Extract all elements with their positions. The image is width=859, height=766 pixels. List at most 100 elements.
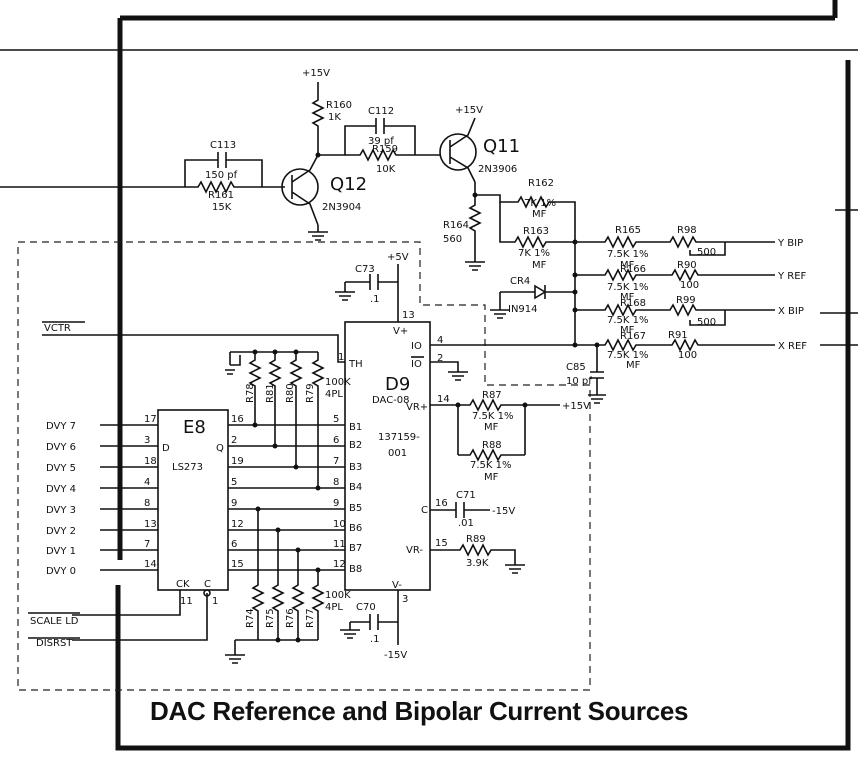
dvy-label-0: DVY 7 (46, 421, 76, 432)
e8-pin-out-5: 12 (231, 519, 244, 530)
dvy-label-3: DVY 4 (46, 484, 76, 495)
rpack-bot-count: 4PL (325, 602, 343, 613)
rpack-top-value: 100K (325, 377, 351, 388)
rpack-bot-value: 100K (325, 590, 351, 601)
dvy-label-2: DVY 5 (46, 463, 76, 474)
d9-pinnum-13: 13 (402, 310, 415, 321)
dvy-label-5: DVY 2 (46, 526, 76, 537)
rpack-bot-ref-0: R74 (245, 608, 256, 628)
c71-value: .01 (458, 518, 474, 529)
dvy-junction-1 (272, 443, 278, 449)
e8-pin-in-3: 4 (144, 477, 150, 488)
r163-ref: R163 (523, 226, 549, 237)
r168-ref: R168 (620, 298, 646, 309)
e8-pin-in-7: 14 (144, 559, 157, 570)
e8-pin-out-1: 2 (231, 435, 237, 446)
d9-pin-b8: B8 (349, 564, 362, 575)
dvy-label-7: DVY 0 (46, 566, 76, 577)
c71-ref: C71 (456, 490, 476, 501)
e8-pin-in-0: 17 (144, 414, 157, 425)
r99-ref: R99 (676, 295, 696, 306)
d9-pinnum-15: 15 (435, 538, 448, 549)
e8-pinnum-ck: 11 (180, 596, 193, 607)
e8-pin-q: Q (216, 443, 224, 454)
e8-pin-c: C (204, 579, 211, 590)
d9-pin-in-7: 12 (333, 559, 346, 570)
e8-pin-in-6: 7 (144, 539, 150, 550)
rpack-bot: R74 R75 R76 R77 100K 4PL (225, 510, 351, 664)
output-network: R165 7.5K 1% MF R98 500 Y BIP R166 7.5K … (430, 225, 858, 404)
r165-type: MF (620, 260, 635, 271)
r159-ref: R159 (372, 144, 398, 155)
r167-value: 7.5K 1% (607, 350, 649, 361)
q12-stage: C113 150 pf R161 15K Q12 2N3904 +15V R16… (0, 68, 440, 241)
e8-pin-in-4: 8 (144, 498, 150, 509)
r88-ref: R88 (482, 440, 502, 451)
rpack-top-ref-1: R81 (265, 383, 276, 403)
e8-pin-d: D (162, 443, 170, 454)
cr4-ref: CR4 (510, 276, 530, 287)
board-boundary (17, 241, 591, 691)
d9-pin-iobar: IO (411, 359, 422, 370)
e8-pin-out-7: 15 (231, 559, 244, 570)
q11-part: 2N3906 (478, 164, 517, 175)
d9-chip (344, 321, 431, 591)
rpack-top-ref-0: R78 (245, 383, 256, 403)
r165-ref: R165 (615, 225, 641, 236)
r89-value: 3.9K (466, 558, 489, 569)
d9-pinnum-1: 1 (338, 352, 344, 363)
dvy-junction-3 (315, 485, 321, 491)
r161-value: 15K (212, 202, 232, 213)
d9-pin-vrplus: VR+ (406, 402, 428, 413)
e8-part: LS273 (172, 462, 203, 473)
e8-pin-out-3: 5 (231, 477, 237, 488)
r98-value: 500 (697, 247, 716, 258)
d9-pin-in-3: 8 (333, 477, 339, 488)
output-ybip: Y BIP (777, 238, 803, 249)
d9-pinnum-2: 2 (437, 353, 443, 364)
r164-ref: R164 (443, 220, 469, 231)
r167-ref: R167 (620, 331, 646, 342)
d9-pin-in-6: 11 (333, 539, 346, 550)
output-yref: Y REF (777, 271, 807, 282)
d9-pinnum-4: 4 (437, 335, 443, 346)
d9-pin-in-2: 7 (333, 456, 339, 467)
rpack-bot-ref-2: R76 (285, 608, 296, 628)
supply-neg15-c71: -15V (492, 506, 515, 517)
r87-value: 7.5K 1% (472, 411, 514, 422)
d9-ref: D9 (385, 374, 410, 395)
r99-value: 500 (697, 317, 716, 328)
dvy-junction-6 (295, 547, 301, 553)
r164-value: 560 (443, 234, 462, 245)
e8-pin-in-2: 18 (144, 456, 157, 467)
r91-value: 100 (678, 350, 697, 361)
e8-pin-out-0: 16 (231, 414, 244, 425)
dvy-junction-0 (252, 422, 258, 428)
c113-ref: C113 (210, 140, 236, 151)
c73-value: .1 (370, 294, 380, 305)
d9-pin-in-1: 6 (333, 435, 339, 446)
r165-value: 7.5K 1% (607, 249, 649, 260)
e8-ref: E8 (183, 417, 206, 438)
r87-ref: R87 (482, 390, 502, 401)
d9-number: 137159- (378, 432, 420, 443)
d9-pin-in-4: 9 (333, 498, 339, 509)
d9-pinnum-3: 3 (402, 594, 408, 605)
q12-transistor (281, 168, 319, 206)
d9-dac: D9 DAC-08 137159- 001 V+ TH IO IO VR+ C … (42, 252, 590, 661)
d9-pin-b3: B3 (349, 462, 362, 473)
e8-pin-out-2: 19 (231, 456, 244, 467)
c73-ref: C73 (355, 264, 375, 275)
q11-stage: +15V Q11 2N3906 R162 7K 1% MF R164 560 R… (439, 105, 578, 271)
r160-value: 1K (328, 112, 341, 123)
signal-vctr: VCTR (44, 323, 71, 334)
d9-pin-c: C (421, 505, 428, 516)
d9-pin-b2: B2 (349, 440, 362, 451)
r160-ref: R160 (326, 100, 352, 111)
d9-pin-vplus: V+ (393, 326, 408, 337)
d9-pinnum-14: 14 (437, 394, 450, 405)
r163-type: MF (532, 260, 547, 271)
rpack-top-count: 4PL (325, 389, 343, 400)
